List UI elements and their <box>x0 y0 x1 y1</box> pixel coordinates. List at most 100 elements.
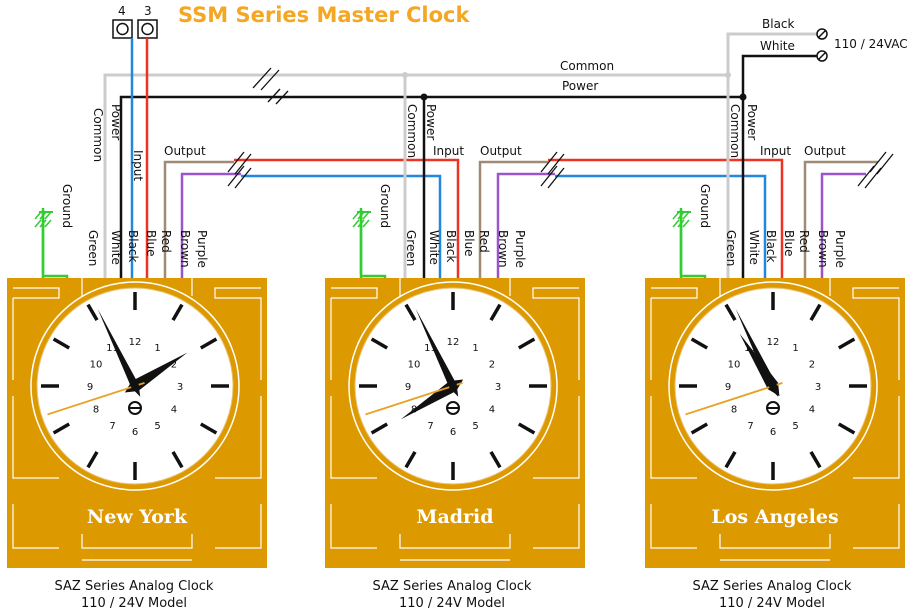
drop-label-power: Power <box>424 104 438 140</box>
common-bus-label: Common <box>560 59 614 73</box>
hour-tick <box>199 337 218 350</box>
second-hand <box>47 382 145 416</box>
clock-numeral: 4 <box>489 405 495 416</box>
clock-caption-voltage: 110 / 24V Model <box>719 596 825 611</box>
hour-tick <box>489 303 502 322</box>
clock-city-label: Los Angeles <box>711 506 838 528</box>
clock-numeral: 4 <box>171 405 177 416</box>
housing-frame <box>650 278 900 561</box>
drop-label-power: Power <box>109 104 123 140</box>
terminal-3-screw <box>141 22 154 36</box>
clock-caption-model: SAZ Series Analog Clock <box>55 579 214 594</box>
lead-label-red: Red <box>797 230 811 253</box>
drop-label-power: Power <box>745 104 759 140</box>
clock-numeral: 3 <box>815 382 821 393</box>
lead-label-green: Green <box>724 230 738 266</box>
drop-label-output: Output <box>480 144 522 158</box>
clock-numeral: 9 <box>725 382 731 393</box>
source-wire-white-label: White <box>760 39 795 53</box>
hour-tick <box>724 303 737 322</box>
clock-caption-voltage: 110 / 24V Model <box>399 596 505 611</box>
housing-frame <box>12 278 262 561</box>
clock-numeral: 2 <box>489 360 495 371</box>
hour-tick <box>724 450 737 469</box>
hour-tick <box>171 303 184 322</box>
clock-numeral: 2 <box>171 360 177 371</box>
clock-caption-voltage: 110 / 24V Model <box>81 596 187 611</box>
clock-numeral: 12 <box>767 337 780 348</box>
lead-label-black: Black <box>764 230 778 263</box>
terminal-4-screw <box>116 22 129 36</box>
diagram-title: SSM Series Master Clock <box>178 3 470 27</box>
clock-city-label: New York <box>87 506 188 528</box>
clock-numeral: 2 <box>809 360 815 371</box>
drop-label-output: Output <box>164 144 206 158</box>
lead-label-ground: Ground <box>378 184 392 228</box>
lead-label-green: Green <box>86 230 100 266</box>
power-source: Black White 110 / 24VAC <box>726 17 908 97</box>
clock-numeral: 1 <box>154 343 160 354</box>
lead-label-white: White <box>747 230 761 265</box>
clock-caption-model: SAZ Series Analog Clock <box>693 579 852 594</box>
drop-label-common: Common <box>405 104 419 158</box>
ground-symbol <box>672 211 691 228</box>
lead-label-brown: Brown <box>816 230 830 268</box>
lead-label-blue: Blue <box>144 230 158 257</box>
source-voltage-label: 110 / 24VAC <box>834 37 908 51</box>
minute-hand <box>415 308 459 397</box>
hour-tick <box>86 303 99 322</box>
power-bus-wire <box>119 95 743 278</box>
clock-numeral: 10 <box>90 360 103 371</box>
hour-tick <box>370 337 389 350</box>
hour-tick <box>370 422 389 435</box>
lead-label-black: Black <box>444 230 458 263</box>
clock-numeral: 5 <box>154 421 160 432</box>
lead-label-ground: Ground <box>60 184 74 228</box>
ground-symbol <box>34 211 53 228</box>
terminal-label-3: 3 <box>144 4 152 18</box>
lead-label-blue: Blue <box>782 230 796 257</box>
hour-hand <box>739 333 780 397</box>
clock-numeral: 10 <box>408 360 421 371</box>
clock-numeral: 9 <box>405 382 411 393</box>
ground-symbol <box>352 211 371 228</box>
clock-numeral: 1 <box>472 343 478 354</box>
drop-label-input: Input <box>433 144 464 158</box>
lead-label-ground: Ground <box>698 184 712 228</box>
second-hand <box>365 382 463 416</box>
hour-tick <box>837 337 856 350</box>
clock-numeral: 7 <box>747 421 753 432</box>
clock-numeral: 6 <box>770 427 776 438</box>
clock-numeral: 8 <box>93 405 99 416</box>
hour-tick <box>837 422 856 435</box>
clock-numeral: 5 <box>472 421 478 432</box>
common-bus-wire <box>103 73 728 278</box>
clock-numeral: 10 <box>728 360 741 371</box>
drop-label-common: Common <box>91 108 105 162</box>
hour-tick <box>809 450 822 469</box>
lead-label-blue: Blue <box>462 230 476 257</box>
link-wires <box>163 75 878 278</box>
lead-label-purple: Purple <box>513 230 527 268</box>
lead-label-green: Green <box>404 230 418 266</box>
minute-hand <box>97 308 141 397</box>
drop-label-common: Common <box>728 104 742 158</box>
hour-tick <box>489 450 502 469</box>
clock-numeral: 11 <box>106 343 119 354</box>
hour-tick <box>690 337 709 350</box>
clock-numeral: 7 <box>109 421 115 432</box>
hour-tick <box>517 422 536 435</box>
clock-numeral: 3 <box>495 382 501 393</box>
hour-tick <box>52 337 71 350</box>
second-hand <box>685 382 783 416</box>
hour-tick <box>171 450 184 469</box>
clock-numeral: 3 <box>177 382 183 393</box>
lead-label-white: White <box>109 230 123 265</box>
bus-wires: Common Power <box>103 38 747 278</box>
lead-label-black: Black <box>126 230 140 263</box>
